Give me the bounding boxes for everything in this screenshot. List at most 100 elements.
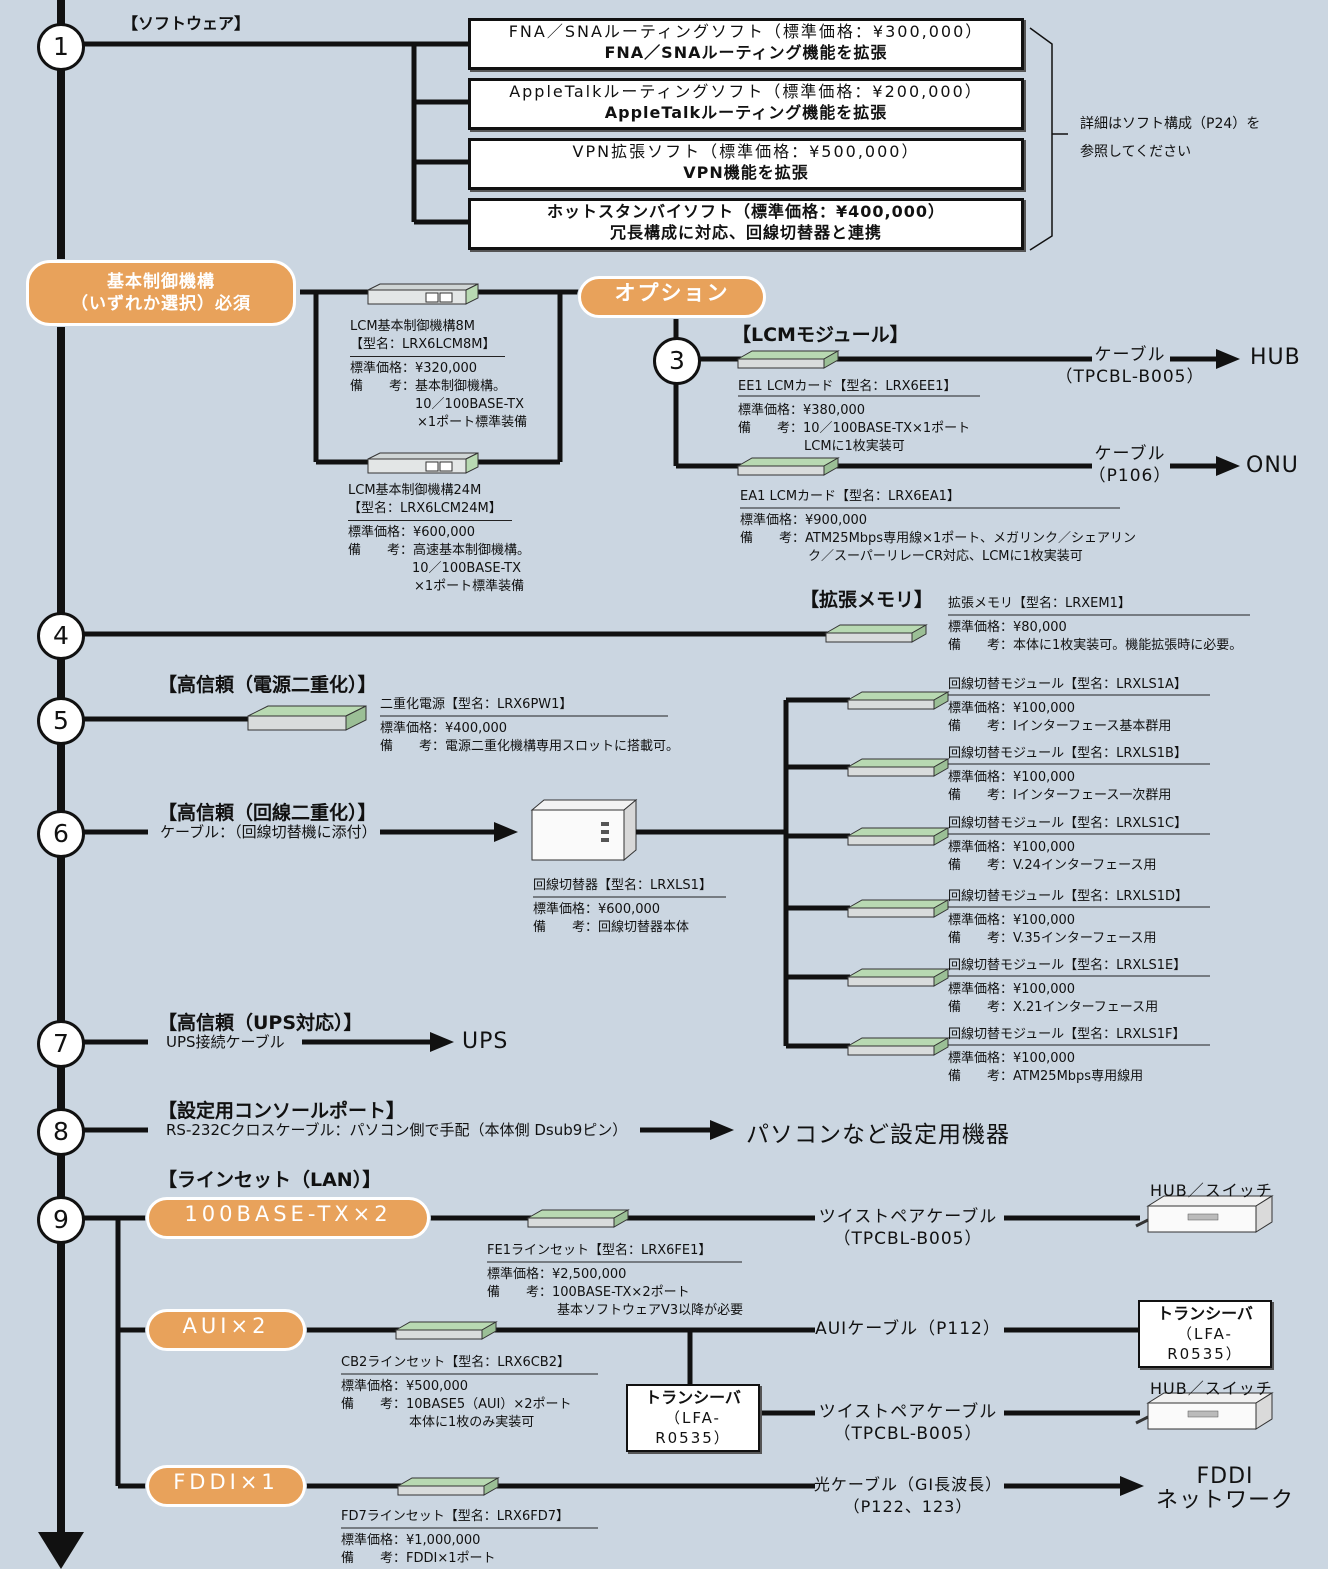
- software-box-fna-sna: FNA／SNAルーティングソフト（標準価格：¥300,000） FNA／SNAル…: [468, 18, 1024, 70]
- memory-name: 拡張メモリ【型名：LRXEM1】: [948, 596, 1131, 611]
- dest-pc: パソコンなど設定用機器: [746, 1122, 1010, 1148]
- lcm-ee1-price: 標準価格：¥380,000: [738, 403, 866, 418]
- line-module-a: 回線切替モジュール【型名：LRXLS1A】 標準価格：¥100,000 備 考：…: [948, 676, 1187, 736]
- software-box-sub: VPN機能を拡張: [683, 163, 809, 182]
- software-box-sub: 冗長構成に対応、回線切替器と連携: [609, 223, 882, 242]
- lcm-ee1-note: 備 考：10／100BASE-TX×1ポート: [738, 421, 971, 436]
- lan-fe-label: FE1ラインセット【型名：LRX6FE1】 標準価格：¥2,500,000 備 …: [487, 1242, 743, 1320]
- control-item-note: ×1ポート標準装備: [414, 579, 525, 594]
- control-pill-line: 基本制御機構: [107, 272, 215, 292]
- control-item-model: 【型名：LRX6LCM8M】: [350, 336, 506, 357]
- lan-aui-note: 備 考：10BASE5（AUI）×2ポート: [341, 1397, 572, 1412]
- module-name: 回線切替モジュール【型名：LRXLS1B】: [948, 746, 1187, 761]
- step-8-badge: 8: [37, 1108, 85, 1156]
- software-note-line: 参照してください: [1080, 144, 1192, 160]
- cable-label: ケーブル: [1094, 444, 1166, 464]
- memory-header: 【拡張メモリ】: [800, 589, 934, 611]
- step-1-badge: 1: [37, 23, 85, 71]
- software-note: 詳細はソフト構成（P24）を 参照してください: [1080, 110, 1260, 166]
- module-price: 標準価格：¥100,000: [948, 982, 1076, 997]
- software-box-sub: FNA／SNAルーティング機能を拡張: [604, 43, 888, 62]
- control-item-note: 備 考：基本制御機構。: [350, 379, 507, 394]
- lan-fe-pill: 100BASE-TX×2: [146, 1197, 430, 1239]
- lan-aui-note: 本体に1枚のみ実装可: [409, 1415, 535, 1430]
- cable-spec: （P106）: [1088, 466, 1172, 486]
- module-price: 標準価格：¥100,000: [948, 1051, 1076, 1066]
- dest-onu: ONU: [1246, 453, 1299, 478]
- module-name: 回線切替モジュール【型名：LRXLS1A】: [948, 677, 1187, 692]
- line-module-b: 回線切替モジュール【型名：LRXLS1B】 標準価格：¥100,000 備 考：…: [948, 745, 1187, 805]
- module-name: 回線切替モジュール【型名：LRXLS1E】: [948, 958, 1187, 973]
- line-module-c: 回線切替モジュール【型名：LRXLS1C】 標準価格：¥100,000 備 考：…: [948, 815, 1187, 875]
- dest-hub: HUB: [1250, 345, 1301, 370]
- control-item-24m: LCM基本制御機構24M 【型名：LRX6LCM24M】 標準価格：¥600,0…: [348, 482, 530, 596]
- lan-header: 【ラインセット（LAN）】: [158, 1169, 382, 1191]
- cable-spec: （TPCBL-B005）: [1055, 367, 1205, 387]
- step-6-badge: 6: [37, 810, 85, 858]
- lan-aui-dest2: HUB／スイッチ: [1150, 1379, 1273, 1398]
- console-cable: RS-232Cクロスケーブル：パソコン側で手配（本体側 Dsub9ピン）: [166, 1121, 628, 1139]
- software-box-title: FNA／SNAルーティングソフト（標準価格：¥300,000）: [508, 22, 984, 41]
- software-header: 【ソフトウェア】: [122, 14, 251, 33]
- line-module-d: 回線切替モジュール【型名：LRXLS1D】 標準価格：¥100,000 備 考：…: [948, 888, 1188, 948]
- module-note: 備 考：ATM25Mbps専用線用: [948, 1069, 1144, 1084]
- cable-label: ツイストペアケーブル: [818, 1207, 998, 1227]
- transceiver-title: トランシーバ: [1157, 1304, 1253, 1323]
- module-price: 標準価格：¥100,000: [948, 913, 1076, 928]
- lan-fe-cable: ツイストペアケーブル （TPCBL-B005）: [808, 1206, 1008, 1250]
- software-note-line: 詳細はソフト構成（P24）を: [1080, 116, 1261, 132]
- module-name: 回線切替モジュール【型名：LRXLS1D】: [948, 889, 1189, 904]
- lan-fddi-note: 備 考：FDDI×1ポート: [341, 1551, 496, 1566]
- lan-fddi-label: FD7ラインセット【型名：LRX6FD7】 標準価格：¥1,000,000 備 …: [341, 1508, 569, 1568]
- module-note: 備 考：Iインターフェース基本群用: [948, 719, 1172, 734]
- line-switch-label: 回線切替器【型名：LRXLS1】 標準価格：¥600,000 備 考：回線切替器…: [533, 877, 712, 937]
- transceiver-box-middle: トランシーバ （LFA-R0535）: [626, 1384, 760, 1452]
- lan-aui-name: CB2ラインセット【型名：LRX6CB2】: [341, 1355, 570, 1370]
- power-header: 【高信頼（電源二重化）】: [158, 674, 377, 696]
- lan-fddi-cable: 光ケーブル（GI長波長） （P122、123）: [808, 1474, 1008, 1518]
- step-4-badge: 4: [37, 612, 85, 660]
- lan-aui-price: 標準価格：¥500,000: [341, 1379, 469, 1394]
- software-box-vpn: VPN拡張ソフト（標準価格：¥500,000） VPN機能を拡張: [468, 138, 1024, 190]
- lan-fe-name: FE1ラインセット【型名：LRX6FE1】: [487, 1243, 712, 1258]
- lan-fe-dest: HUB／スイッチ: [1150, 1181, 1273, 1200]
- module-note: 備 考：V.24インターフェース用: [948, 858, 1157, 873]
- control-item-note: ×1ポート標準装備: [417, 415, 528, 430]
- control-item-note: 10／100BASE-TX: [412, 561, 521, 576]
- module-price: 標準価格：¥100,000: [948, 701, 1076, 716]
- line-switch-name: 回線切替器【型名：LRXLS1】: [533, 878, 712, 893]
- power-name: 二重化電源【型名：LRX6PW1】: [380, 697, 573, 712]
- cable-spec: （TPCBL-B005）: [833, 1424, 983, 1444]
- lcm-ea1-name: EA1 LCMカード【型名：LRX6EA1】: [740, 489, 960, 504]
- cable-spec: （TPCBL-B005）: [833, 1229, 983, 1249]
- module-name: 回線切替モジュール【型名：LRXLS1C】: [948, 816, 1188, 831]
- cable-label: 光ケーブル（GI長波長）: [813, 1475, 1003, 1494]
- memory-label: 拡張メモリ【型名：LRXEM1】 標準価格：¥80,000 備 考：本体に1枚実…: [948, 595, 1242, 655]
- module-price: 標準価格：¥100,000: [948, 840, 1076, 855]
- control-item-model: 【型名：LRX6LCM24M】: [348, 500, 512, 521]
- memory-price: 標準価格：¥80,000: [948, 620, 1067, 635]
- control-item-price: 標準価格：¥600,000: [348, 525, 476, 540]
- software-box-title: AppleTalkルーティングソフト（標準価格：¥200,000）: [509, 82, 983, 101]
- control-item-note: 10／100BASE-TX: [415, 397, 524, 412]
- lan-fddi-name: FD7ラインセット【型名：LRX6FD7】: [341, 1509, 569, 1524]
- console-header: 【設定用コンソールポート】: [158, 1100, 406, 1122]
- module-price: 標準価格：¥100,000: [948, 770, 1076, 785]
- lan-fe-note: 備 考：100BASE-TX×2ポート: [487, 1285, 690, 1300]
- line-module-e: 回線切替モジュール【型名：LRXLS1E】 標準価格：¥100,000 備 考：…: [948, 957, 1186, 1017]
- power-price: 標準価格：¥400,000: [380, 721, 508, 736]
- software-box-appletalk: AppleTalkルーティングソフト（標準価格：¥200,000） AppleT…: [468, 78, 1024, 130]
- transceiver-model: （LFA-R0535）: [655, 1409, 731, 1447]
- lan-aui-pill: AUI×2: [146, 1309, 306, 1351]
- lcm-ee1-name: EE1 LCMカード【型名：LRX6EE1】: [738, 379, 957, 394]
- control-pill-line: （いずれか選択）必須: [71, 294, 251, 314]
- control-item-note: 備 考：高速基本制御機構。: [348, 543, 531, 558]
- cable-label: ツイストペアケーブル: [818, 1402, 998, 1422]
- module-note: 備 考：V.35インターフェース用: [948, 931, 1157, 946]
- power-label: 二重化電源【型名：LRX6PW1】 標準価格：¥400,000 備 考：電源二重…: [380, 696, 679, 756]
- lan-aui-cable2: ツイストペアケーブル （TPCBL-B005）: [808, 1401, 1008, 1445]
- control-item-name: LCM基本制御機構24M: [348, 483, 482, 498]
- ups-header: 【高信頼（UPS対応）】: [158, 1012, 363, 1034]
- step-3-badge: 3: [653, 337, 701, 385]
